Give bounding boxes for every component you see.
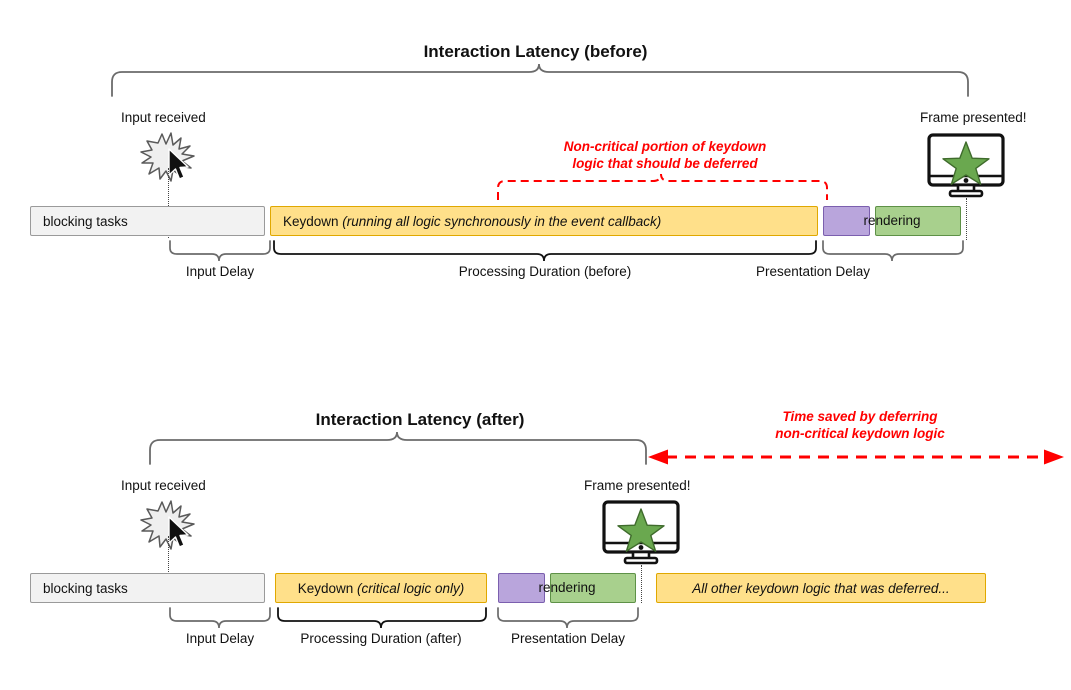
red-annotation-line2: logic that should be deferred (572, 156, 758, 171)
brace-presentation-delay-after (496, 607, 640, 629)
page-title-before: Interaction Latency (before) (423, 42, 648, 61)
bar-keydown-before[interactable]: Keydown (running all logic synchronously… (270, 206, 818, 236)
timeline-bars-before: blocking tasks Keydown (running all logi… (0, 206, 1071, 236)
red-dashed-brace-before (495, 173, 830, 202)
bar-rendering-green-before[interactable] (875, 206, 961, 236)
input-guide-line-before (168, 168, 169, 238)
page-title-after: Interaction Latency (after) (315, 410, 525, 429)
bar-label-keydown-italic: (critical logic only) (357, 580, 465, 596)
bar-label-blocking-tasks: blocking tasks (43, 213, 128, 229)
input-guide-line-after (168, 536, 169, 574)
mouse-cursor-icon (167, 516, 193, 550)
red-annotation-before: Non-critical portion of keydown logic th… (490, 138, 840, 172)
double-headed-dashed-arrow-icon (646, 448, 1066, 466)
bar-label-keydown: Keydown (running all logic synchronously… (271, 214, 661, 229)
brace-processing-duration-after (276, 607, 488, 629)
latency-span-brace-after (148, 431, 648, 466)
brace-label-input-delay-after: Input Delay (185, 631, 255, 646)
brace-processing-duration-before (272, 240, 818, 262)
frame-presented-label-before: Frame presented! (920, 110, 1027, 125)
bar-rendering-purple-after[interactable] (498, 573, 545, 603)
bar-label-deferred-logic: All other keydown logic that was deferre… (692, 580, 950, 596)
brace-presentation-delay-before (821, 240, 965, 262)
brace-label-presentation-delay-after: Presentation Delay (510, 631, 626, 646)
bar-blocking-tasks-after[interactable]: blocking tasks (30, 573, 265, 603)
monitor-star-icon (600, 500, 682, 566)
input-received-label-before: Input received (121, 110, 206, 125)
brace-label-processing-duration-after: Processing Duration (after) (300, 631, 462, 646)
monitor-star-icon (925, 133, 1007, 199)
brace-input-delay-before (168, 240, 272, 262)
brace-label-input-delay-before: Input Delay (185, 264, 255, 279)
bar-label-keydown: Keydown (critical logic only) (276, 581, 486, 596)
bar-label-keydown-plain: Keydown (297, 580, 357, 596)
brace-label-presentation-delay-before: Presentation Delay (755, 264, 871, 279)
bar-keydown-after[interactable]: Keydown (critical logic only) (275, 573, 487, 603)
red-annotation-line1: Non-critical portion of keydown (563, 139, 767, 154)
mouse-cursor-icon (167, 148, 193, 182)
frame-presented-label-after: Frame presented! (584, 478, 691, 493)
diagram-before: Interaction Latency (before) Input recei… (0, 0, 1071, 330)
red-annotation-after: Time saved by deferring non-critical key… (690, 408, 1030, 442)
frame-guide-line-before (966, 198, 967, 240)
bar-rendering-purple-before[interactable] (823, 206, 870, 236)
brace-input-delay-after (168, 607, 272, 629)
timeline-bars-after: blocking tasks Keydown (critical logic o… (0, 573, 1071, 603)
latency-span-brace-before (110, 63, 970, 98)
diagram-after: Interaction Latency (after) Time saved b… (0, 370, 1071, 690)
bar-rendering-green-after[interactable] (550, 573, 636, 603)
brace-label-processing-duration-before: Processing Duration (before) (458, 264, 632, 279)
input-received-label-after: Input received (121, 478, 206, 493)
red-annotation-after-line1: Time saved by deferring (782, 409, 938, 424)
red-annotation-after-line2: non-critical keydown logic (775, 426, 945, 441)
bar-deferred-logic-after[interactable]: All other keydown logic that was deferre… (656, 573, 986, 603)
bar-blocking-tasks-before[interactable]: blocking tasks (30, 206, 265, 236)
bar-label-keydown-italic: (running all logic synchronously in the … (342, 213, 662, 229)
bar-label-blocking-tasks: blocking tasks (43, 580, 128, 596)
bar-label-keydown-plain: Keydown (283, 213, 343, 229)
frame-guide-line-after (641, 565, 642, 603)
